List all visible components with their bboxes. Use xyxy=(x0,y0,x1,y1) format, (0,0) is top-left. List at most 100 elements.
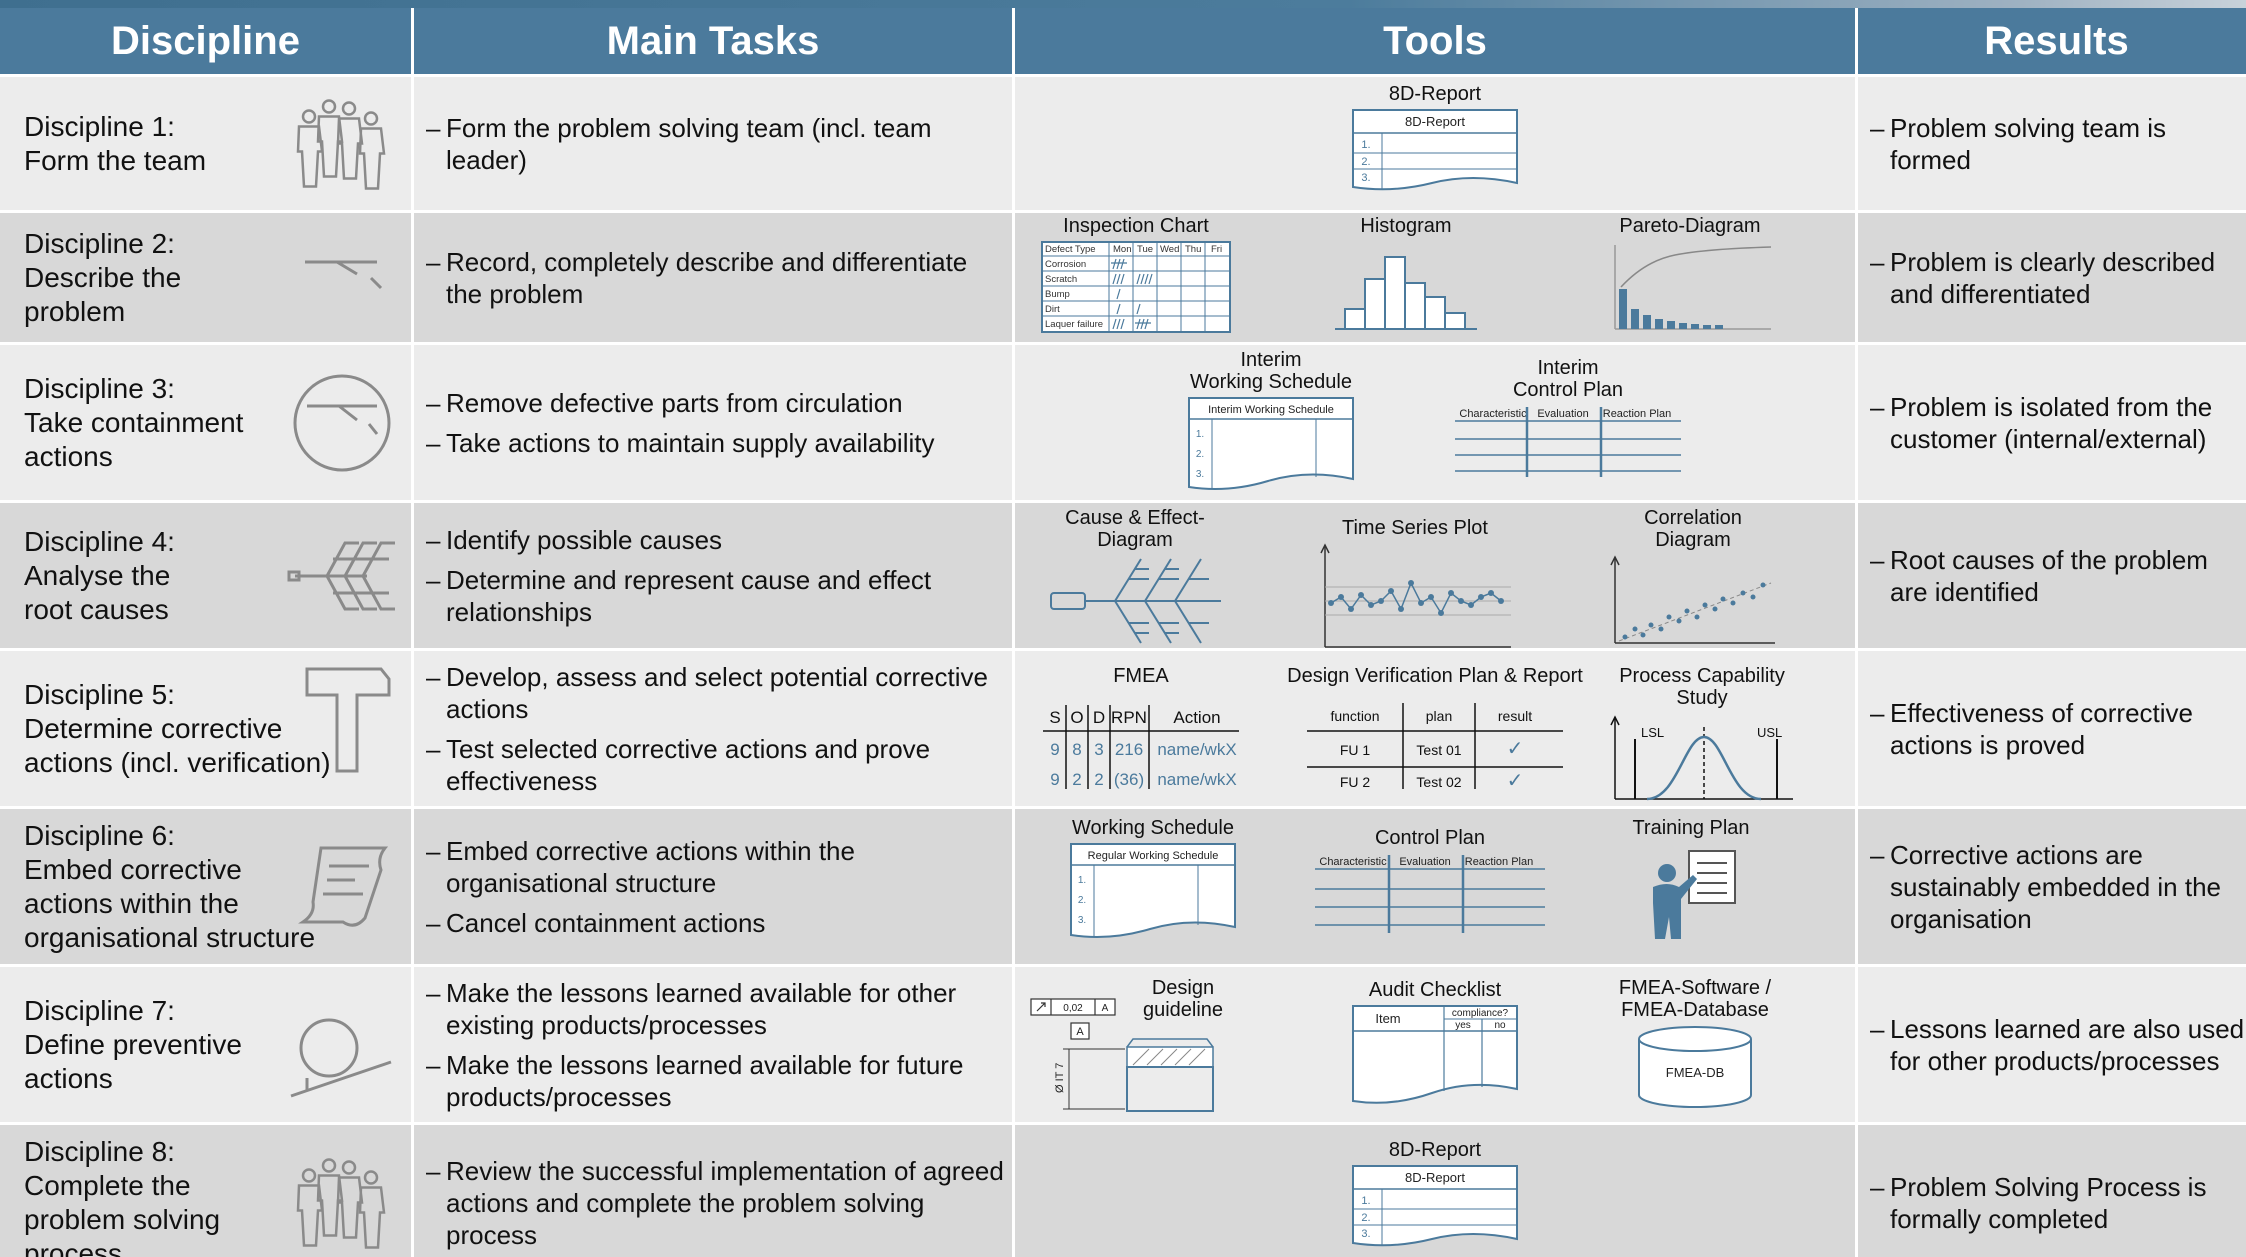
svg-text:Wed: Wed xyxy=(1160,244,1179,255)
svg-text:Dirt: Dirt xyxy=(1045,304,1060,315)
svg-text:9: 9 xyxy=(1050,770,1059,789)
svg-text:Evaluation: Evaluation xyxy=(1537,408,1588,420)
tools-3-cell: Interim Working Schedule Interim Working… xyxy=(1015,345,1855,500)
result-7-cell: –Lessons learned are also used for other… xyxy=(1858,967,2246,1122)
svg-text:Characteristic: Characteristic xyxy=(1319,856,1387,868)
svg-text:name/wkX: name/wkX xyxy=(1157,770,1236,789)
tool-histogram: Histogram xyxy=(1331,215,1481,333)
tools-1-cell: 8D-Report 8D-Report 1. 2. 3. xyxy=(1015,77,1855,210)
tasks-5-cell: –Develop, assess and select potential co… xyxy=(414,651,1012,806)
discipline-6-cell: Discipline 6: Embed corrective actions w… xyxy=(0,809,411,964)
tasks-8-cell: –Review the successful implementation of… xyxy=(414,1125,1012,1257)
tool-fmea-database: FMEA-Software / FMEA-Database FMEA-DB xyxy=(1605,977,1785,1111)
discipline-8-cell: Discipline 8: Complete the problem solvi… xyxy=(0,1125,411,1257)
database-cylinder-icon: FMEA-DB xyxy=(1638,1026,1752,1108)
svg-text:Interim Working Schedule: Interim Working Schedule xyxy=(1208,404,1334,416)
svg-text:Ø IT 7: Ø IT 7 xyxy=(1054,1063,1066,1093)
team-people-icon xyxy=(296,98,386,190)
header-results: Results xyxy=(1858,8,2246,74)
tools-7-cell: Design guideline 0,02 A A Ø IT 7 Audit C… xyxy=(1015,967,1855,1122)
pareto-icon xyxy=(1614,245,1772,330)
svg-text:Regular Working Schedule: Regular Working Schedule xyxy=(1088,850,1219,862)
svg-text:A: A xyxy=(1076,1026,1084,1038)
svg-text:216: 216 xyxy=(1115,740,1143,759)
team-people-icon xyxy=(296,1158,386,1249)
tool-correlation-diagram: Correlation Diagram xyxy=(1605,507,1781,647)
inspection-chart-icon: Defect Type Mon Tue Wed Thu Fri Corrosio… xyxy=(1041,241,1231,333)
svg-text:compliance?: compliance? xyxy=(1452,1008,1509,1019)
regular-working-schedule-icon: Regular Working Schedule 1. 2. 3. xyxy=(1070,843,1236,938)
8d-report-inner-title: 8D-Report xyxy=(1405,114,1465,129)
svg-text:✓: ✓ xyxy=(1507,738,1524,760)
svg-text:3: 3 xyxy=(1094,740,1103,759)
svg-text:✓: ✓ xyxy=(1507,770,1524,789)
tool-interim-working-schedule: Interim Working Schedule Interim Working… xyxy=(1183,349,1359,495)
discipline-2-cell: Discipline 2: Describe the problem xyxy=(0,213,411,342)
svg-text:no: no xyxy=(1494,1020,1506,1031)
task-item: –Form the problem solving team (incl. te… xyxy=(426,112,932,175)
tools-8-cell: 8D-Report 8D-Report 1. 2. 3. xyxy=(1015,1125,1855,1257)
tools-5-cell: FMEA S O D RPN Action 9 8 3 216 name/wkX… xyxy=(1015,651,1855,806)
svg-text:Test 01: Test 01 xyxy=(1416,742,1461,758)
result-1-text: Problem solving team is formed xyxy=(1890,112,2166,175)
svg-text:3.: 3. xyxy=(1196,469,1204,480)
discipline-4-cell: Discipline 4: Analyse the root causes xyxy=(0,503,411,648)
svg-text:1.: 1. xyxy=(1196,429,1204,440)
svg-text:3.: 3. xyxy=(1078,915,1086,926)
svg-text:Test 02: Test 02 xyxy=(1416,774,1461,789)
audit-checklist-icon: Item compliance? yes no xyxy=(1352,1005,1518,1104)
svg-text:D: D xyxy=(1093,708,1105,727)
svg-text:Reaction Plan: Reaction Plan xyxy=(1603,408,1672,420)
svg-text:2.: 2. xyxy=(1361,156,1370,168)
svg-text:2.: 2. xyxy=(1196,449,1204,460)
svg-text:8D-Report: 8D-Report xyxy=(1405,1170,1465,1185)
tool-8d-report: 8D-Report 8D-Report 1. 2. 3. xyxy=(1345,83,1525,193)
result-2-cell: –Problem is clearly described and differ… xyxy=(1858,213,2246,342)
svg-text:0,02: 0,02 xyxy=(1063,1003,1083,1014)
tasks-3-cell: –Remove defective parts from circulation… xyxy=(414,345,1012,500)
svg-text:3.: 3. xyxy=(1361,172,1370,184)
dvpr-table-icon: function plan result FU 1 Test 01 FU 2 T… xyxy=(1307,703,1563,789)
control-plan-table-icon: Characteristic Evaluation Reaction Plan xyxy=(1315,855,1545,933)
svg-text:Corrosion: Corrosion xyxy=(1045,259,1086,270)
svg-text:RPN: RPN xyxy=(1111,708,1147,727)
svg-text:2: 2 xyxy=(1072,770,1081,789)
svg-text:Defect Type: Defect Type xyxy=(1045,244,1096,255)
svg-text:Reaction Plan: Reaction Plan xyxy=(1465,856,1534,868)
svg-text:Bump: Bump xyxy=(1045,289,1070,300)
clock-hands-icon xyxy=(305,260,383,289)
header-discipline: Discipline xyxy=(0,8,411,74)
svg-text:Evaluation: Evaluation xyxy=(1399,856,1450,868)
trainer-presentation-icon xyxy=(1653,850,1736,939)
tool-audit-checklist: Audit Checklist Item compliance? yes no xyxy=(1335,979,1535,1109)
svg-text:function: function xyxy=(1330,708,1379,724)
tasks-2-cell: –Record, completely describe and differe… xyxy=(414,213,1012,342)
discipline-1-cell: Discipline 1: Form the team xyxy=(0,77,411,210)
fishbone-icon xyxy=(287,541,395,610)
svg-text:8: 8 xyxy=(1072,740,1081,759)
svg-text:Thu: Thu xyxy=(1185,244,1201,255)
discipline-5-cell: Discipline 5: Determine corrective actio… xyxy=(0,651,411,806)
svg-text:2.: 2. xyxy=(1078,895,1086,906)
tool-control-plan: Control Plan Characteristic Evaluation R… xyxy=(1313,827,1547,933)
tool-training-plan: Training Plan xyxy=(1601,817,1781,943)
working-schedule-form-icon: Interim Working Schedule 1. 2. 3. xyxy=(1188,397,1354,490)
svg-text:S: S xyxy=(1049,708,1060,727)
svg-text:3.: 3. xyxy=(1361,1228,1370,1240)
tasks-7-cell: –Make the lessons learned available for … xyxy=(414,967,1012,1122)
svg-text:Action: Action xyxy=(1173,708,1220,727)
svg-text:Mon: Mon xyxy=(1113,244,1131,255)
svg-text:Laquer failure: Laquer failure xyxy=(1045,319,1103,330)
svg-text:1.: 1. xyxy=(1361,139,1370,151)
svg-text:plan: plan xyxy=(1426,708,1452,724)
svg-text:FMEA-DB: FMEA-DB xyxy=(1666,1065,1725,1080)
cause-effect-icon xyxy=(1050,558,1221,644)
discipline-3-cell: Discipline 3: Take containment actions xyxy=(0,345,411,500)
discipline-1-number: Discipline 1: xyxy=(24,110,175,142)
svg-text:LSL: LSL xyxy=(1641,725,1664,740)
svg-text:Fri: Fri xyxy=(1211,244,1222,255)
svg-text:name/wkX: name/wkX xyxy=(1157,740,1236,759)
discipline-1-title: Form the team xyxy=(24,144,207,176)
svg-text:Tue: Tue xyxy=(1137,244,1153,255)
svg-text:Scratch: Scratch xyxy=(1045,274,1077,285)
